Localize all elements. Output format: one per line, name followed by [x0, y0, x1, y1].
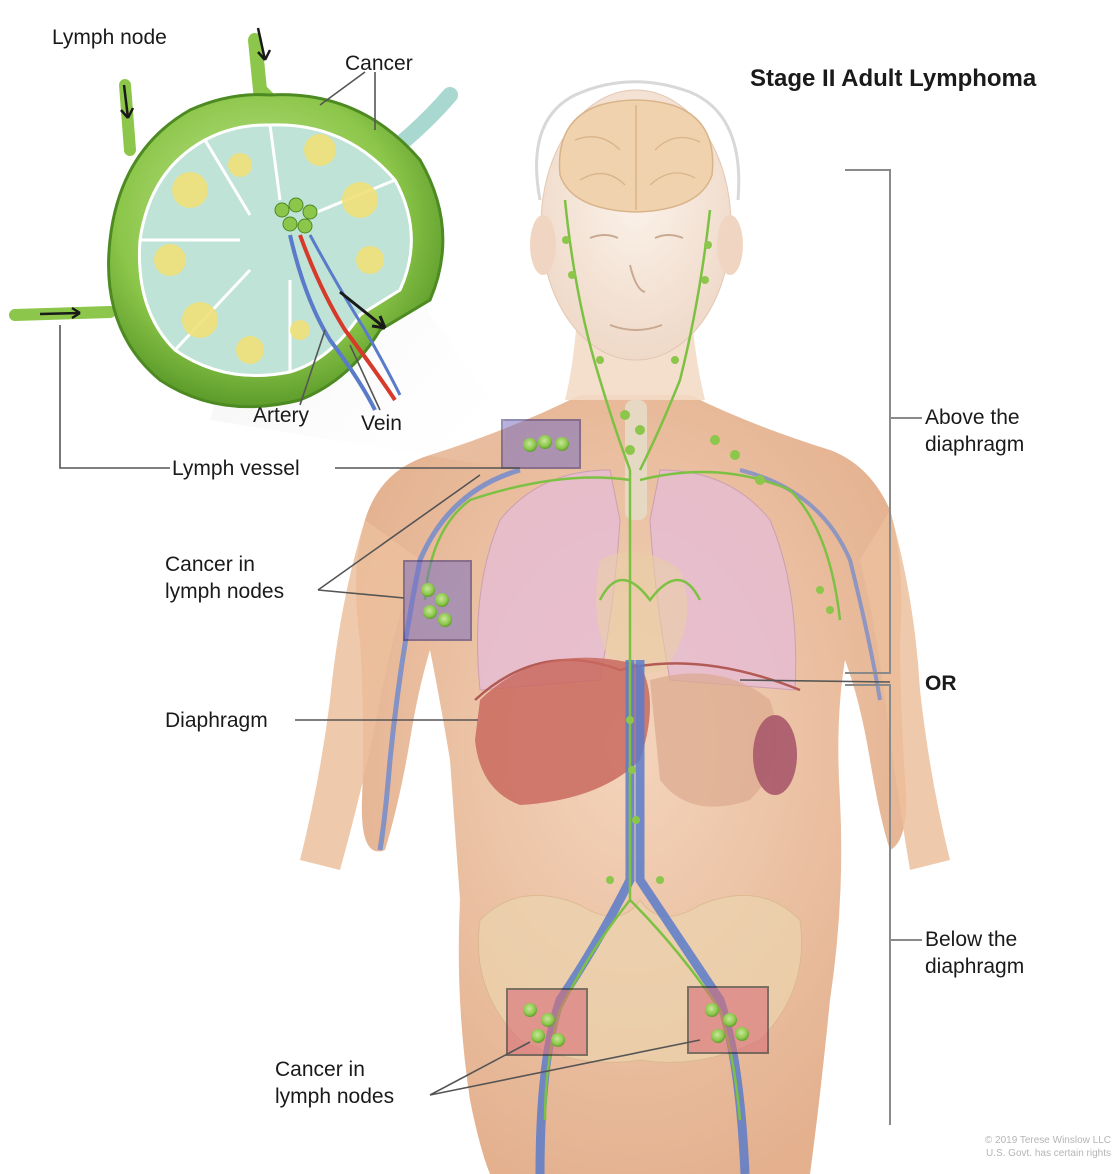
label-above-the-diaphragm: Above the diaphragm	[925, 404, 1024, 458]
label-cancer: Cancer	[345, 50, 413, 77]
armpit-node-box	[404, 561, 471, 640]
copyright-notice: © 2019 Terese Winslow LLC U.S. Govt. has…	[985, 1134, 1111, 1160]
label-below-the-diaphragm: Below the diaphragm	[925, 926, 1024, 980]
label-line: lymph nodes	[165, 578, 284, 605]
label-line: diaphragm	[925, 431, 1024, 458]
ear-left	[717, 215, 743, 275]
label-diaphragm: Diaphragm	[165, 707, 268, 734]
label-lymph-node: Lymph node	[52, 24, 167, 51]
neck-node-box	[502, 420, 580, 468]
spleen-shape	[753, 715, 797, 795]
label-or: OR	[925, 672, 957, 696]
copyright-line: U.S. Govt. has certain rights	[985, 1147, 1111, 1160]
label-cancer-in-lymph-nodes-lower: Cancer in lymph nodes	[275, 1056, 394, 1110]
page-title: Stage II Adult Lymphoma	[750, 65, 1036, 93]
heart-shape	[596, 552, 687, 673]
groin-node-box-left	[688, 987, 768, 1053]
label-line: Below the	[925, 926, 1024, 953]
groin-node-box-right	[507, 989, 587, 1055]
label-line: diaphragm	[925, 953, 1024, 980]
label-vein: Vein	[361, 410, 402, 437]
label-artery: Artery	[253, 402, 309, 429]
label-line: Above the	[925, 404, 1024, 431]
label-line: lymph nodes	[275, 1083, 394, 1110]
label-lymph-vessel: Lymph vessel	[172, 455, 300, 482]
copyright-line: © 2019 Terese Winslow LLC	[985, 1134, 1111, 1147]
ear-right	[530, 215, 556, 275]
label-line: Cancer in	[275, 1056, 394, 1083]
label-line: Cancer in	[165, 551, 284, 578]
label-cancer-in-lymph-nodes-upper: Cancer in lymph nodes	[165, 551, 284, 605]
